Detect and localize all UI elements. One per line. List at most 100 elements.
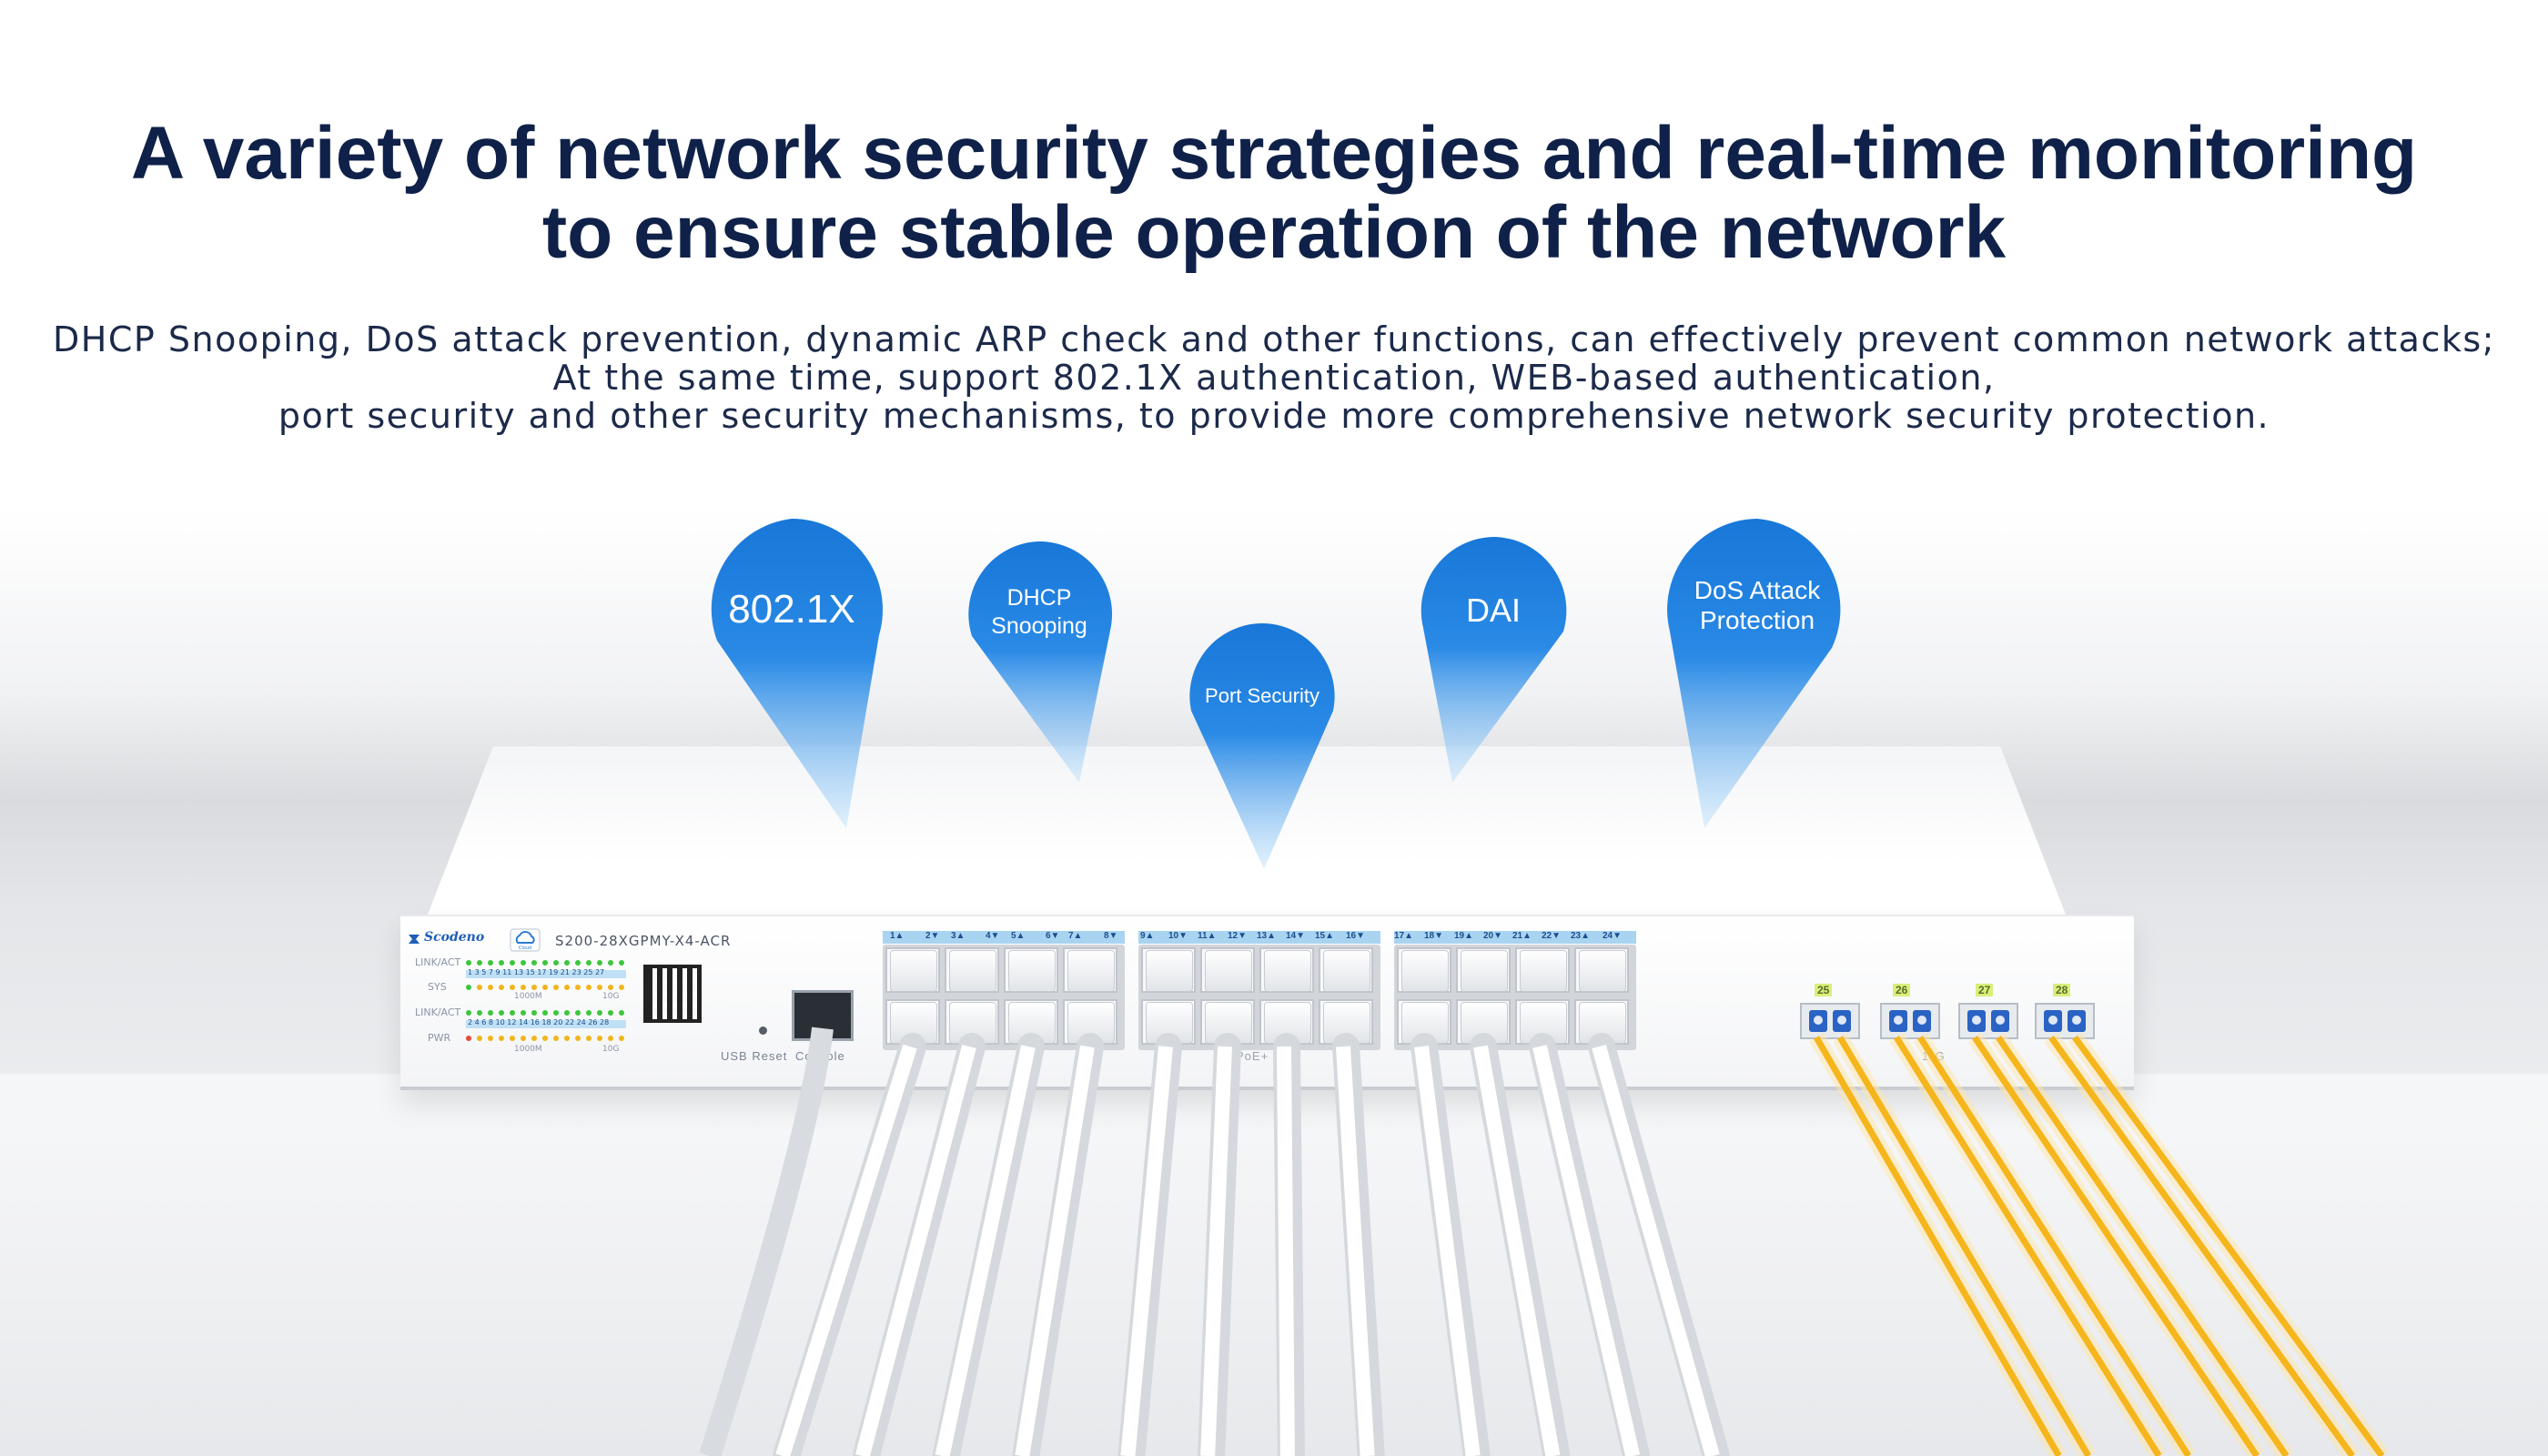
status-led [531, 1010, 537, 1016]
ethernet-plug [1008, 1002, 1056, 1044]
status-led [499, 985, 504, 990]
status-led [477, 1010, 482, 1016]
status-led [521, 985, 526, 990]
status-led [586, 960, 592, 966]
ethernet-plug [1146, 950, 1193, 992]
pin-marker-icon [968, 541, 1113, 783]
feature-pin-dos-attack-protection: DoS Attack Protection [1666, 519, 1848, 828]
ethernet-plug [1461, 1002, 1508, 1044]
port-label: 2▼ [925, 931, 940, 941]
sfp-port-25[interactable] [1800, 1003, 1860, 1039]
reset-button[interactable] [759, 1026, 767, 1035]
sfp-port-number: 25 [1815, 984, 1833, 996]
status-led [564, 960, 570, 966]
port-label: 10▼ [1168, 931, 1188, 941]
sfp-port-26[interactable] [1880, 1003, 1940, 1039]
led-label-1000m-bottom: 1000M [514, 1045, 542, 1054]
feature-label-protection: Protection [1699, 606, 1815, 634]
port-label: 6▼ [1046, 931, 1060, 941]
port-label: 15▲ [1315, 931, 1335, 941]
status-led [510, 1036, 515, 1041]
port-label: 7▲ [1068, 931, 1083, 941]
usb-reset-label: USB Reset [721, 1049, 788, 1063]
ethernet-plug [1520, 950, 1567, 992]
sfp-port-27[interactable] [1958, 1003, 2018, 1039]
console-label: Console [795, 1049, 845, 1063]
port-label: 3▲ [951, 931, 966, 941]
port-label: 12▼ [1228, 931, 1248, 941]
port-label: 17▲ [1394, 931, 1414, 941]
led-label-link-act-bottom: LINK/ACT [415, 1006, 461, 1018]
surface-reflection [0, 1074, 2548, 1456]
port-label: 18▼ [1424, 931, 1444, 941]
status-led [597, 985, 602, 990]
sfp-port-number: 28 [2053, 984, 2071, 996]
status-led [510, 1010, 515, 1016]
port-label: 11▲ [1198, 931, 1217, 941]
status-led [542, 960, 548, 966]
description-line-1: DHCP Snooping, DoS attack prevention, dy… [53, 319, 2495, 359]
description: DHCP Snooping, DoS attack prevention, dy… [0, 320, 2548, 435]
status-led [499, 1010, 504, 1016]
status-led [575, 985, 581, 990]
ethernet-plug [1401, 1002, 1449, 1044]
port-number-strip-2: 9▲ 10▼ 11▲ 12▼ 13▲ 14▼ 15▲ 16▼ [1138, 931, 1380, 944]
feature-pin-8021x: 802.1X [701, 519, 883, 828]
led-label-link-act-top: LINK/ACT [415, 956, 461, 968]
feature-label-dai: DAI [1465, 592, 1521, 629]
status-led [477, 1036, 482, 1041]
port-label: 1▲ [890, 931, 905, 941]
led-label-pwr: PWR [428, 1032, 451, 1044]
status-led [586, 1010, 592, 1016]
sfp-port-number: 27 [1976, 984, 1994, 996]
ethernet-plug [1264, 1002, 1311, 1044]
sfp-port-28[interactable] [2035, 1003, 2095, 1039]
status-led [564, 1036, 570, 1041]
description-line-2: At the same time, support 802.1X authent… [552, 358, 1996, 398]
ethernet-plug [1579, 950, 1626, 992]
ethernet-plug [1146, 1002, 1193, 1044]
feature-pin-dhcp-snooping: DHCP Snooping [966, 541, 1113, 783]
led-label-sys: SYS [428, 981, 447, 993]
status-led [564, 1010, 570, 1016]
pin-marker-icon [1421, 537, 1567, 783]
status-led [575, 1036, 581, 1041]
status-led [531, 985, 537, 990]
status-led [521, 1036, 526, 1041]
port-label: 21▲ [1512, 931, 1532, 941]
status-led [586, 1036, 592, 1041]
ethernet-plug [1008, 950, 1056, 992]
ethernet-plug [1264, 950, 1311, 992]
poe-label: PoE+ [1236, 1049, 1269, 1063]
status-led [510, 960, 515, 966]
led-number-strip-even [466, 1020, 626, 1028]
pin-marker-icon [1667, 519, 1841, 828]
status-led [553, 960, 559, 966]
status-led [499, 960, 504, 966]
ethernet-plug [1205, 1002, 1252, 1044]
feature-label-dos-attack-protection: DoS Attack Protection [1666, 575, 1848, 635]
port-number-strip-1: 1▲ 2▼ 3▲ 4▼ 5▲ 6▼ 7▲ 8▼ [883, 931, 1125, 944]
status-led [608, 1010, 613, 1016]
status-led [597, 960, 602, 966]
status-led [531, 1036, 537, 1041]
status-led [477, 960, 482, 966]
port-label: 16▼ [1346, 931, 1366, 941]
port-number-strip-3: 17▲ 18▼ 19▲ 20▼ 21▲ 22▼ 23▲ 24▼ [1394, 931, 1636, 944]
ethernet-plug [1323, 1002, 1370, 1044]
ethernet-plug [1067, 950, 1115, 992]
ethernet-plug [1520, 1002, 1567, 1044]
status-led [619, 960, 624, 966]
status-led [477, 985, 482, 990]
sfp-port-number: 26 [1893, 984, 1911, 996]
feature-pin-dai: DAI [1420, 537, 1567, 783]
status-led [466, 960, 471, 966]
feature-label-port-security: Port Security [1205, 684, 1320, 707]
ethernet-plug [1461, 950, 1508, 992]
port-label: 24▼ [1603, 931, 1623, 941]
headline: A variety of network security strategies… [0, 114, 2548, 272]
console-port[interactable] [792, 990, 854, 1041]
pin-marker-icon [711, 519, 883, 828]
status-led [488, 1036, 493, 1041]
port-label: 22▼ [1542, 931, 1562, 941]
